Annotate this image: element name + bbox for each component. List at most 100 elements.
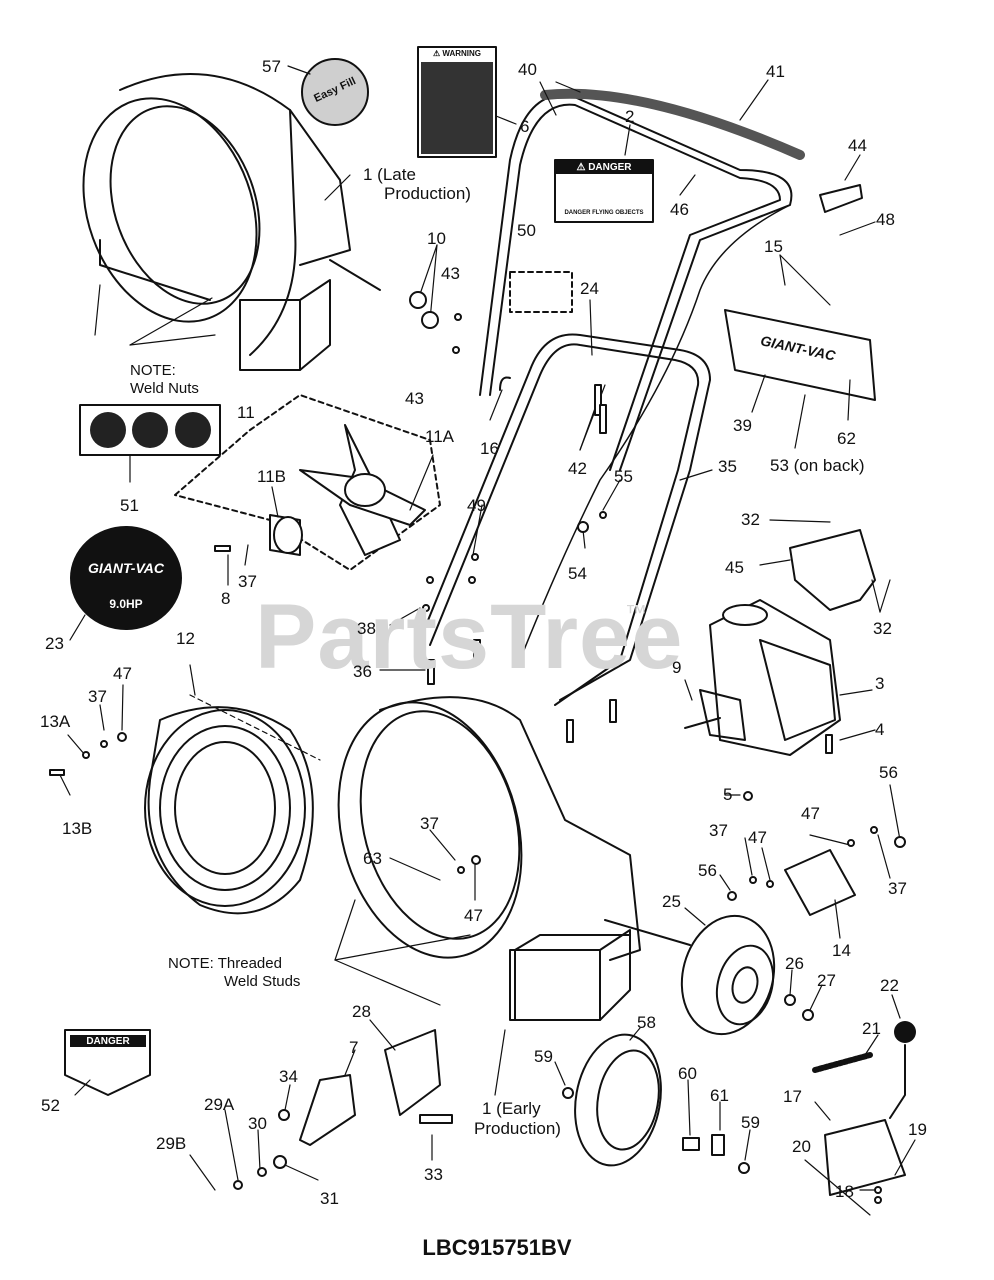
scraper-17 [824, 1119, 906, 1196]
callout-49: 49 [467, 496, 486, 515]
callout-10: 10 [427, 229, 446, 248]
note-weld-nuts-line1: NOTE: [130, 362, 176, 379]
callout-3: 3 [875, 674, 885, 693]
callout-54: 54 [568, 564, 587, 583]
engine-3 [684, 599, 841, 756]
watermark-trademark: ™ [625, 600, 647, 625]
callout-62: 62 [837, 429, 856, 448]
lower-handle [419, 333, 711, 706]
spring-21 [812, 1052, 873, 1073]
warning-title: ⚠ WARNING [432, 49, 482, 58]
throttle-cable [519, 204, 791, 661]
callout-30: 30 [248, 1114, 267, 1133]
callout-37-c: 37 [420, 814, 439, 833]
note-weld-studs-line1: NOTE: Threaded [168, 955, 282, 972]
callout-20: 20 [792, 1137, 811, 1156]
callout-59-b: 59 [741, 1113, 760, 1132]
callout-47-c: 47 [748, 828, 767, 847]
callout-13B: 13B [62, 819, 93, 838]
callout-6: 6 [520, 117, 530, 136]
callout-11A: 11A [425, 427, 454, 446]
engine-cover-45 [789, 529, 876, 611]
callout-11B: 11B [257, 467, 286, 486]
callout-33: 33 [424, 1165, 443, 1184]
callout-11: 11 [237, 403, 255, 422]
giant-vac-decal-hp: 9.0HP [109, 597, 143, 611]
bracket-14 [784, 849, 856, 916]
callout-32-b: 32 [873, 619, 892, 638]
knob-22 [894, 1021, 916, 1043]
callout-15: 15 [764, 237, 783, 256]
callout-57: 57 [262, 57, 281, 76]
callout-42: 42 [568, 459, 587, 478]
callout-21: 21 [862, 1019, 881, 1038]
wheel-25 [604, 914, 776, 1036]
callout-37-a: 37 [238, 572, 257, 591]
housing-early-production [337, 696, 641, 1021]
callout-32-a: 32 [741, 510, 760, 529]
wheel-58 [574, 1033, 662, 1167]
callout-37-b: 37 [88, 687, 107, 706]
callout-43-b: 43 [405, 389, 424, 408]
housing-late-production [82, 73, 381, 371]
callout-5: 5 [723, 785, 733, 804]
callout-17: 17 [783, 1087, 802, 1106]
callout-9: 9 [672, 658, 682, 677]
callout-7: 7 [349, 1038, 359, 1057]
callout-47-a: 47 [113, 664, 132, 683]
callout-24: 24 [580, 279, 599, 298]
callout-25: 25 [662, 892, 681, 911]
callout-14: 14 [832, 941, 851, 960]
callout-43-a: 43 [441, 264, 460, 283]
intake-cover-12 [144, 694, 321, 915]
callout-26: 26 [785, 954, 804, 973]
hardware [49, 291, 906, 1204]
callout-22: 22 [880, 976, 899, 995]
note-weld-nuts-line2: Weld Nuts [130, 380, 199, 397]
callout-39: 39 [733, 416, 752, 435]
callout-27: 27 [817, 971, 836, 990]
callout-41: 41 [766, 62, 785, 81]
callout-47-d: 47 [464, 906, 483, 925]
callout-46: 46 [670, 200, 689, 219]
danger-52-text: DANGER [86, 1036, 130, 1047]
callout-28: 28 [352, 1002, 371, 1021]
callout-61: 61 [710, 1086, 729, 1105]
callout-56-b: 56 [698, 861, 717, 880]
callout-50: 50 [517, 221, 536, 240]
callout-48: 48 [876, 210, 895, 229]
callout-60: 60 [678, 1064, 697, 1083]
callout-56-a: 56 [879, 763, 898, 782]
danger-title: ⚠ DANGER [576, 162, 632, 173]
giant-vac-decal-brand: GIANT-VAC [88, 560, 164, 576]
callout-12: 12 [176, 629, 195, 648]
callout-52: 52 [41, 1096, 60, 1115]
callout-1-late: 1 (Late [363, 165, 416, 184]
callout-1-early-2: Production) [474, 1119, 561, 1138]
upper-handle [479, 88, 805, 471]
impeller-11 [174, 394, 441, 571]
callout-45: 45 [725, 558, 744, 577]
callout-51: 51 [120, 496, 139, 515]
callout-8: 8 [221, 589, 231, 608]
callout-63: 63 [363, 849, 382, 868]
callout-36: 36 [353, 662, 372, 681]
callout-4: 4 [875, 720, 885, 739]
callout-29A: 29A [204, 1095, 235, 1114]
callout-2: 2 [625, 107, 635, 126]
callout-37-d: 37 [709, 821, 728, 840]
callout-59-a: 59 [534, 1047, 553, 1066]
callout-55: 55 [614, 467, 633, 486]
callout-18: 18 [835, 1182, 854, 1201]
callout-35: 35 [718, 457, 737, 476]
callout-1-late-2: Production) [384, 184, 471, 203]
watermark: PartsTree [255, 586, 684, 688]
callout-34: 34 [279, 1067, 298, 1086]
model-number: LBC915751BV [422, 1235, 572, 1260]
callout-37-e: 37 [888, 879, 907, 898]
callout-47-b: 47 [801, 804, 820, 823]
callout-58: 58 [637, 1013, 656, 1032]
handle-plate-39 [724, 309, 876, 401]
decal-placeholder-50 [509, 271, 573, 313]
